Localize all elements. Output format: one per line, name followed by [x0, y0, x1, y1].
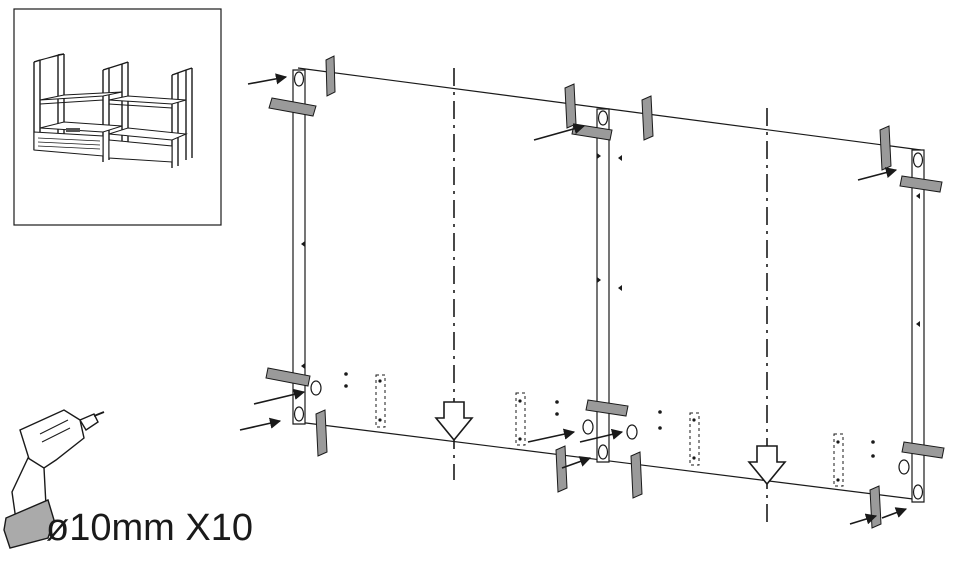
pointer-arrows [239, 73, 908, 525]
wall-rail-left [292, 69, 306, 425]
wall-rail-right [911, 149, 925, 503]
tape-strips [265, 55, 945, 529]
rail-markers [301, 153, 920, 369]
wall-rail-middle [596, 108, 610, 463]
shelf-unit-preview-icon [13, 8, 222, 226]
drill-spec-label: ø10mm X10 [46, 507, 253, 549]
power-drill-icon [3, 409, 105, 549]
arrow-down-icon [434, 401, 787, 486]
hole-markings [344, 372, 875, 487]
drill-holes [310, 380, 910, 475]
